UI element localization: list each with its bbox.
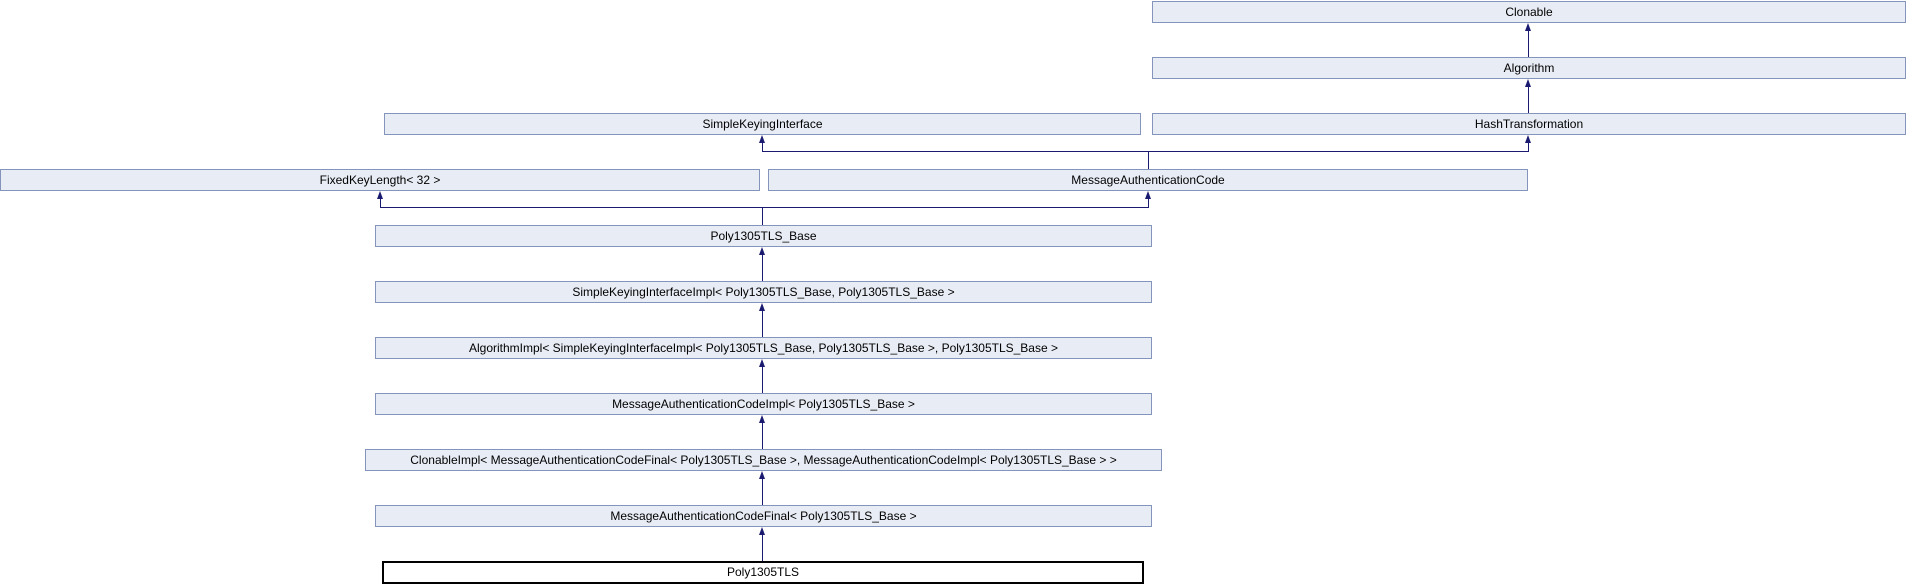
inheritance-arrowhead-base-fixedkeylength: [377, 191, 383, 199]
inheritance-connector-base-parents: [380, 207, 1149, 208]
inheritance-line-algorithmimpl-skimpl: [762, 309, 763, 337]
inheritance-stub-mac: [1148, 152, 1149, 169]
inheritance-line-algorithm-clonable: [1528, 29, 1529, 57]
class-node-message-authentication-code-impl[interactable]: MessageAuthenticationCodeImpl< Poly1305T…: [375, 393, 1152, 415]
inheritance-line-mac-hashtransformation: [1528, 141, 1529, 152]
inheritance-line-clonableimpl-macimpl: [762, 421, 763, 449]
inheritance-arrowhead-mac-hashtransformation: [1525, 135, 1531, 143]
inheritance-arrowhead-macimpl-algorithmimpl: [759, 359, 765, 367]
inheritance-stub-base: [762, 208, 763, 225]
class-node-hash-transformation[interactable]: HashTransformation: [1152, 113, 1906, 135]
inheritance-line-base-mac: [1148, 197, 1149, 208]
inheritance-line-mac-simplekeyinginterface: [762, 141, 763, 152]
inheritance-line-skimpl-base: [762, 253, 763, 281]
class-node-message-authentication-code[interactable]: MessageAuthenticationCode: [768, 169, 1528, 191]
inheritance-line-macimpl-algorithmimpl: [762, 365, 763, 393]
class-node-clonable[interactable]: Clonable: [1152, 1, 1906, 23]
class-node-algorithm-impl[interactable]: AlgorithmImpl< SimpleKeyingInterfaceImpl…: [375, 337, 1152, 359]
inheritance-arrowhead-macfinal-clonableimpl: [759, 471, 765, 479]
inheritance-connector-mac-parents: [762, 151, 1529, 152]
inheritance-arrowhead-algorithmimpl-skimpl: [759, 303, 765, 311]
class-node-fixed-key-length[interactable]: FixedKeyLength< 32 >: [0, 169, 760, 191]
inheritance-line-base-fixedkeylength: [380, 197, 381, 208]
class-node-clonable-impl[interactable]: ClonableImpl< MessageAuthenticationCodeF…: [365, 449, 1162, 471]
class-node-simple-keying-interface[interactable]: SimpleKeyingInterface: [384, 113, 1141, 135]
inheritance-line-poly1305tls-macfinal: [762, 533, 763, 561]
inheritance-arrowhead-clonableimpl-macimpl: [759, 415, 765, 423]
class-node-algorithm[interactable]: Algorithm: [1152, 57, 1906, 79]
inheritance-line-macfinal-clonableimpl: [762, 477, 763, 505]
inheritance-arrowhead-hashtransformation-algorithm: [1525, 79, 1531, 87]
class-node-message-authentication-code-final[interactable]: MessageAuthenticationCodeFinal< Poly1305…: [375, 505, 1152, 527]
inheritance-arrowhead-algorithm-clonable: [1525, 23, 1531, 31]
class-node-simple-keying-interface-impl[interactable]: SimpleKeyingInterfaceImpl< Poly1305TLS_B…: [375, 281, 1152, 303]
inheritance-arrowhead-skimpl-base: [759, 247, 765, 255]
class-node-poly1305tls-base[interactable]: Poly1305TLS_Base: [375, 225, 1152, 247]
inheritance-line-hashtransformation-algorithm: [1528, 85, 1529, 113]
inheritance-arrowhead-poly1305tls-macfinal: [759, 527, 765, 535]
class-node-poly1305tls-current: Poly1305TLS: [382, 561, 1144, 584]
inheritance-arrowhead-base-mac: [1145, 191, 1151, 199]
inheritance-arrowhead-mac-simplekeyinginterface: [759, 135, 765, 143]
